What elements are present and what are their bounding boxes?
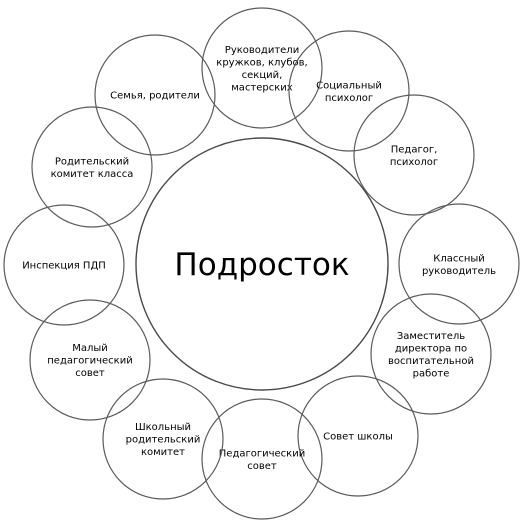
node-label-line: Педагогический bbox=[219, 448, 305, 459]
node-label-line: Инспекция ПДП bbox=[22, 261, 106, 272]
node-label-line: совет bbox=[75, 368, 105, 379]
node-circle bbox=[102, 378, 224, 500]
node-label-line: комитет bbox=[141, 447, 185, 458]
node-label-line: Классный bbox=[433, 253, 485, 264]
node-label: Социальный психолог bbox=[316, 80, 382, 104]
node-label-line: психолог bbox=[325, 93, 373, 104]
node-label-line: педагогический bbox=[47, 356, 132, 367]
node-class-parent-committee: Родительский комитет класса bbox=[31, 106, 153, 228]
center-label: Подросток bbox=[174, 247, 349, 283]
node-label-line: Родительский bbox=[55, 156, 129, 167]
node-label: Педагог, психолог bbox=[390, 144, 438, 168]
node-label: Инспекция ПДП bbox=[22, 261, 106, 272]
node-label-line: Совет школы bbox=[323, 432, 393, 443]
node-label-line: Семья, родители bbox=[110, 91, 200, 102]
node-label-line: психолог bbox=[390, 157, 438, 168]
node-label-line: воспитательной bbox=[388, 356, 474, 367]
node-family-parents: Семья, родители bbox=[94, 34, 216, 156]
center-node: Подросток bbox=[135, 137, 389, 391]
node-label-line: родительский bbox=[126, 435, 201, 446]
node-circle bbox=[29, 299, 151, 421]
node-circle bbox=[201, 398, 323, 520]
node-label: Родительский комитет класса bbox=[51, 156, 134, 180]
node-pedagogical-council: Педагогический совет bbox=[201, 398, 323, 520]
node-social-psychologist: Социальный психолог bbox=[288, 30, 410, 152]
node-label-line: Малый bbox=[72, 343, 108, 354]
node-circle bbox=[288, 30, 410, 152]
node-circle bbox=[370, 293, 492, 415]
node-label-line: директора по bbox=[395, 343, 467, 354]
node-label: Семья, родители bbox=[110, 91, 200, 102]
node-label-line: секций, bbox=[242, 70, 283, 81]
node-circle bbox=[94, 34, 216, 156]
node-circle bbox=[3, 204, 125, 326]
node-juvenile-inspection: Инспекция ПДП bbox=[3, 204, 125, 326]
node-teacher-psychologist: Педагог, психолог bbox=[353, 94, 475, 216]
node-circle bbox=[353, 94, 475, 216]
node-label-line: работе bbox=[413, 368, 450, 379]
node-label-line: Заместитель bbox=[397, 331, 465, 342]
node-label-line: совет bbox=[247, 461, 277, 472]
center-circle bbox=[135, 137, 389, 391]
node-label-line: Школьный bbox=[135, 422, 191, 433]
node-school-council: Совет школы bbox=[297, 375, 419, 497]
node-label-line: Педагог, bbox=[391, 144, 438, 155]
node-label-line: руководитель bbox=[422, 266, 496, 277]
node-label-line: кружков, клубов, bbox=[216, 57, 307, 68]
node-circle bbox=[297, 375, 419, 497]
node-class-teacher: Классный руководитель bbox=[398, 203, 520, 325]
node-label-line: Социальный bbox=[316, 80, 382, 91]
node-label: Совет школы bbox=[323, 432, 393, 443]
node-circle bbox=[398, 203, 520, 325]
node-label-line: комитет класса bbox=[51, 169, 134, 180]
node-label: Классный руководитель bbox=[422, 253, 496, 277]
node-label: Педагогический совет bbox=[219, 448, 305, 472]
node-circle bbox=[31, 106, 153, 228]
node-label-line: Руководители bbox=[225, 45, 299, 56]
node-circle bbox=[201, 7, 323, 129]
node-label-line: мастерских bbox=[231, 82, 293, 93]
